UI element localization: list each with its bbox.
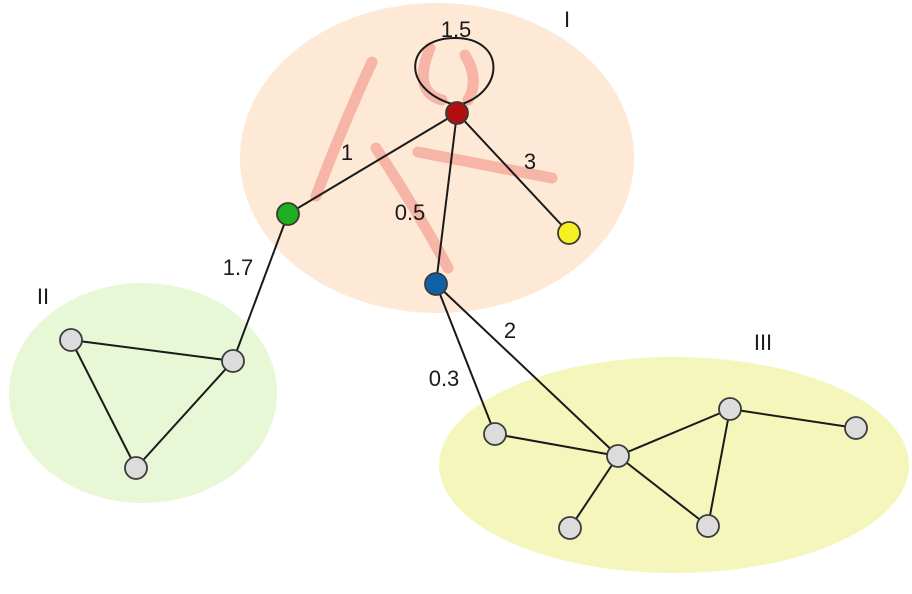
edge-c3-top-right (729, 408, 857, 429)
cluster-i-label: I (564, 7, 570, 32)
edge-blue-c3a (435, 283, 496, 435)
edge-c3-top-br (707, 408, 731, 527)
cluster-iii-node-left (483, 422, 507, 446)
cluster-ii-node-right (221, 349, 245, 373)
edge-red-blue (435, 112, 458, 285)
edge-c3-a-hub (494, 433, 619, 457)
edge-labels: 1.5 1 3 0.5 1.7 0.3 2 (223, 17, 536, 391)
cluster-ii-node-bottom (124, 456, 148, 480)
edge-red-green (287, 112, 458, 215)
label-green-c2-weight: 1.7 (223, 255, 254, 280)
edge-c3-hub-br (617, 455, 709, 527)
edge-c2-b (70, 339, 137, 469)
green-node (276, 202, 300, 226)
edge-c3-hub-bl (569, 455, 619, 529)
edge-c2-c (135, 360, 234, 469)
edge-blue-c3hub (435, 283, 619, 457)
label-loop-weight: 1.5 (441, 17, 472, 42)
edge-red-yellow (456, 112, 570, 234)
label-blue-c3hub-weight: 2 (504, 318, 516, 343)
cluster-iii-node-bottom-right (696, 514, 720, 538)
edge-c2-a (70, 339, 234, 362)
cluster-iii-label: III (754, 330, 772, 355)
label-red-yellow-weight: 3 (524, 149, 536, 174)
cluster-iii-node-right (844, 416, 868, 440)
yellow-node (557, 221, 581, 245)
label-blue-c3a-weight: 0.3 (429, 366, 460, 391)
blue-node (424, 272, 448, 296)
cluster-iii-region (439, 357, 909, 573)
label-red-green-weight: 1 (341, 140, 353, 165)
edges (70, 36, 857, 529)
cluster-ii-label: II (37, 284, 49, 309)
cluster-iii-node-hub (606, 444, 630, 468)
cluster-labels: I II III (37, 7, 772, 355)
cluster-ii-node-left (59, 328, 83, 352)
cluster-iii-node-bottom-left (558, 516, 582, 540)
edge-green-c2 (232, 213, 289, 362)
red-node (445, 101, 469, 125)
nodes (59, 101, 868, 540)
cluster-iii-node-top (718, 397, 742, 421)
label-red-blue-weight: 0.5 (395, 200, 426, 225)
edge-loop (414, 36, 495, 105)
edge-c3-hub-top (617, 408, 731, 457)
